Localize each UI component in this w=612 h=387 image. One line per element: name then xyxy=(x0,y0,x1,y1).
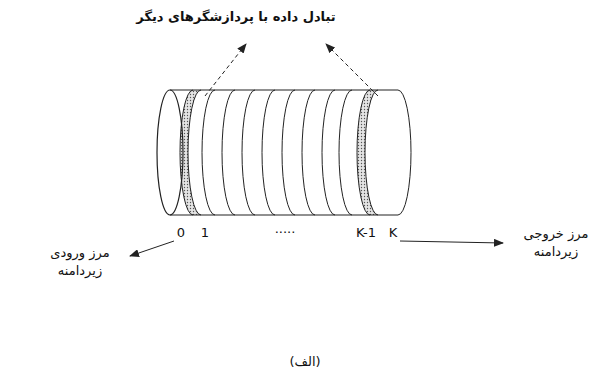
slice-index: 0 xyxy=(177,224,185,242)
leader-arrow xyxy=(130,241,174,256)
slice-index: K xyxy=(389,224,398,242)
exchange-arrow xyxy=(205,44,246,96)
boundary-label: مرز خروجی زیردامنه xyxy=(510,225,602,260)
shaded-slice xyxy=(357,90,378,215)
slice-index: 1 xyxy=(201,224,209,242)
exchange-arrow xyxy=(326,44,378,96)
cylinder-cap xyxy=(157,90,183,215)
callout-title: تبادل داده با پردازشگرهای دیگر xyxy=(136,8,335,26)
cylinder-edge xyxy=(170,89,398,90)
ellipsis: ..... xyxy=(275,220,296,238)
cylinder-edge xyxy=(170,214,398,215)
slice-index: K-1 xyxy=(356,224,376,242)
slice-lines xyxy=(180,90,411,215)
figure-caption: (الف) xyxy=(289,353,320,371)
boundary-label: مرز ورودی زیردامنه xyxy=(34,244,126,279)
leader-arrow xyxy=(400,241,503,243)
